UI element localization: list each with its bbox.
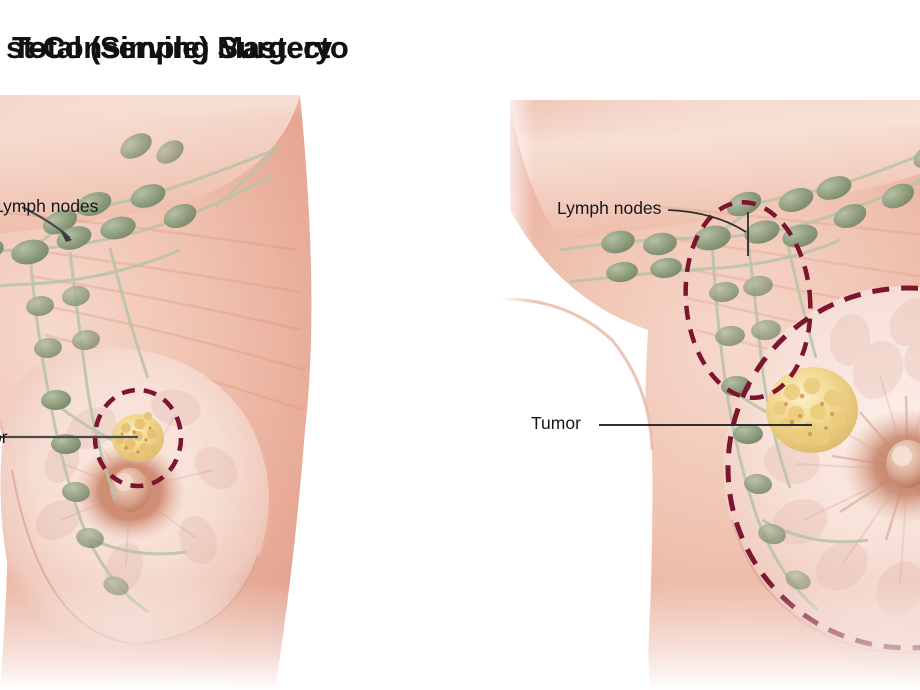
- page-title-breast-conserving: st-Conserving Surgery: [6, 30, 332, 65]
- top-fade: [500, 0, 920, 130]
- left-fade: [500, 0, 534, 690]
- leader-arrowhead: [60, 230, 72, 242]
- lymph-node-group: [0, 133, 197, 596]
- arm-edge: [0, 417, 10, 473]
- illustration-total-mastectomy: [500, 0, 920, 690]
- tumor-mass: [766, 367, 858, 453]
- label-tumor-right: Tumor: [531, 413, 581, 433]
- panel-breast-conserving-surgery: [0, 0, 400, 690]
- lymph-node-group: [601, 144, 920, 590]
- breast-mound: [723, 286, 920, 650]
- nipple-highlight: [115, 473, 133, 491]
- areola: [842, 410, 920, 526]
- page-title-total-mastectomy: Total (Simple) Mastecto: [12, 30, 349, 65]
- excision-outline-breast: [725, 285, 920, 651]
- top-fade: [0, 0, 400, 118]
- bottom-fade: [0, 580, 400, 690]
- leader-lines: [599, 209, 812, 426]
- bottom-fade: [500, 580, 920, 690]
- shoulder-shading: [510, 96, 920, 240]
- panel-total-simple-mastectomy: [500, 0, 920, 690]
- leader-lines: [0, 206, 138, 439]
- illustration-breast-conserving: [0, 0, 400, 690]
- label-lymph-nodes-right: Lymph nodes: [557, 198, 662, 218]
- label-lymph-nodes-left: Lymph nodes: [0, 196, 99, 216]
- excision-outline-lymph-nodes: [683, 199, 813, 401]
- shoulder-shading: [0, 95, 300, 234]
- nipple-highlight: [892, 446, 912, 466]
- label-tumor-left: or: [0, 427, 8, 447]
- nipple: [110, 468, 150, 512]
